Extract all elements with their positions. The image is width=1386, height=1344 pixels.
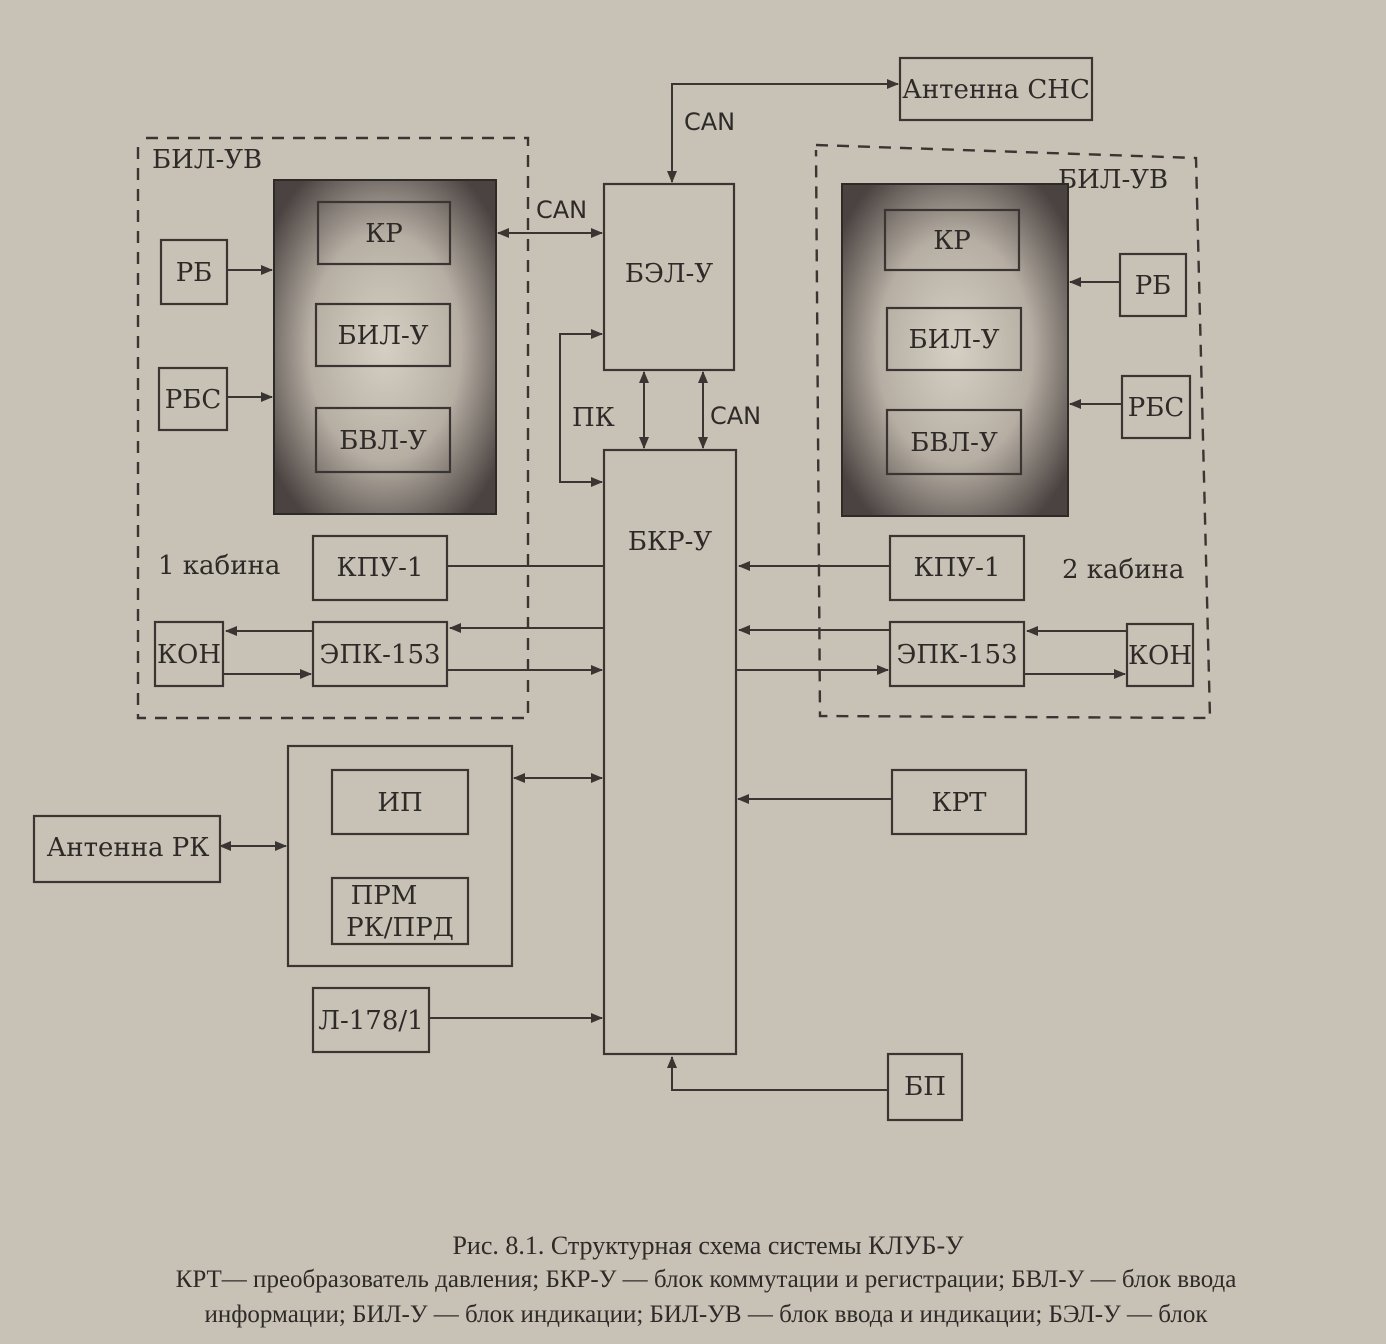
cabin-1-kon: КОН [153, 620, 225, 688]
svg-text:КПУ-1: КПУ-1 [337, 553, 424, 583]
cabin-1-group: БИЛ-УВ КР БИЛ-У БВЛ-У РБ РБС 1 кабина КП… [136, 136, 530, 720]
svg-text:БВЛ-У: БВЛ-У [339, 426, 427, 456]
cabin-2-label: 2 кабина [1062, 555, 1184, 585]
svg-text:Л-178/1: Л-178/1 [318, 1006, 423, 1036]
svg-text:БИЛ-У: БИЛ-У [908, 325, 999, 355]
svg-text:РБС: РБС [165, 385, 222, 415]
radio-group: ИП ПРМ РК/ПРД [286, 744, 514, 968]
cabin-1-label: 1 кабина [158, 551, 280, 581]
cabin-2-kpu: КПУ-1 [888, 534, 1026, 602]
cabin-2-group: БИЛ-УВ КР БИЛ-У БВЛ-У РБ РБС 2 кабина КП… [814, 143, 1212, 720]
cabin-2-bil-u: БИЛ-У [885, 306, 1023, 372]
cabin-2-epk: ЭПК-153 [888, 620, 1026, 688]
svg-text:КОН: КОН [157, 640, 221, 670]
svg-text:БИЛ-У: БИЛ-У [337, 321, 428, 351]
krt-block: КРТ [890, 768, 1028, 836]
svg-text:Антенна РК: Антенна РК [47, 833, 210, 863]
svg-text:ЭПК-153: ЭПК-153 [319, 640, 440, 670]
can-label-mid: CAN [710, 402, 761, 430]
antenna-sns-label: Антенна СНС [902, 75, 1090, 105]
svg-text:ПРМ: ПРМ [351, 881, 418, 911]
cabin-2-bvl-u: БВЛ-У [885, 408, 1023, 476]
svg-text:РБ: РБ [1135, 271, 1172, 301]
svg-text:КР: КР [933, 226, 971, 256]
ip-block: ИП [330, 768, 470, 836]
can-label-left: CAN [536, 196, 587, 224]
caption-line-2: информации; БИЛ-У — блок индикации; БИЛ-… [204, 1301, 1208, 1328]
cabin-2-rb: РБ [1118, 252, 1188, 318]
cabin-1-bil-u: БИЛ-У [314, 302, 452, 368]
cabin-2-rbs: РБС [1120, 374, 1192, 440]
cabin-1-rb: РБ [159, 238, 229, 306]
svg-text:КРТ: КРТ [932, 788, 988, 818]
cabin-1-dashed-border [136, 136, 530, 720]
cabin-1-bil-uv-panel [273, 179, 497, 515]
svg-text:ИП: ИП [377, 788, 422, 818]
cabin-1-rbs: РБС [157, 366, 229, 432]
l178-block: Л-178/1 [311, 986, 431, 1054]
bp-to-bkr [667, 1056, 888, 1091]
svg-text:БВЛ-У: БВЛ-У [910, 428, 998, 458]
can-link-antenna-sns [667, 79, 899, 183]
bp-block: БП [886, 1052, 964, 1122]
cabin-2-dashed-border [814, 143, 1212, 720]
svg-text:КОН: КОН [1128, 641, 1192, 671]
cabin-2-kon: КОН [1125, 622, 1195, 688]
svg-text:БП: БП [904, 1072, 946, 1102]
cabin-1-kr: КР [316, 200, 452, 266]
cabin-1-bvl-u: БВЛ-У [314, 406, 452, 474]
prm-rk-prd-block: ПРМ РК/ПРД [330, 876, 470, 946]
bel-u-block: БЭЛ-У [602, 182, 736, 372]
cabin-1-kpu: КПУ-1 [311, 534, 449, 602]
svg-text:ЭПК-153: ЭПК-153 [896, 640, 1017, 670]
svg-text:БЭЛ-У: БЭЛ-У [625, 259, 713, 289]
bkr-u-block: БКР-У [602, 448, 738, 1056]
cabin-1-epk: ЭПК-153 [311, 620, 449, 688]
svg-text:РБ: РБ [176, 258, 213, 288]
cabin-2-bil-uv-panel [841, 183, 1069, 517]
antenna-sns: Антенна СНС [898, 56, 1094, 122]
svg-text:БКР-У: БКР-У [628, 527, 713, 557]
caption-line-1: КРТ— преобразователь давления; БКР-У — б… [176, 1266, 1237, 1293]
caption-title: Рис. 8.1. Структурная схема системы КЛУБ… [452, 1231, 964, 1260]
antenna-rk: Антенна РК [32, 814, 222, 884]
cabin-2-kr: КР [883, 208, 1021, 272]
pk-label: ПК [572, 403, 615, 433]
cabin-1-group-label: БИЛ-УВ [152, 145, 262, 175]
svg-text:РК/ПРД: РК/ПРД [346, 913, 454, 943]
svg-text:РБС: РБС [1128, 393, 1185, 423]
cabin-2-group-label: БИЛ-УВ [1058, 165, 1168, 195]
svg-text:КР: КР [365, 219, 403, 249]
can-label-top: CAN [684, 108, 735, 136]
pk-link [559, 329, 603, 487]
svg-text:КПУ-1: КПУ-1 [914, 553, 1001, 583]
